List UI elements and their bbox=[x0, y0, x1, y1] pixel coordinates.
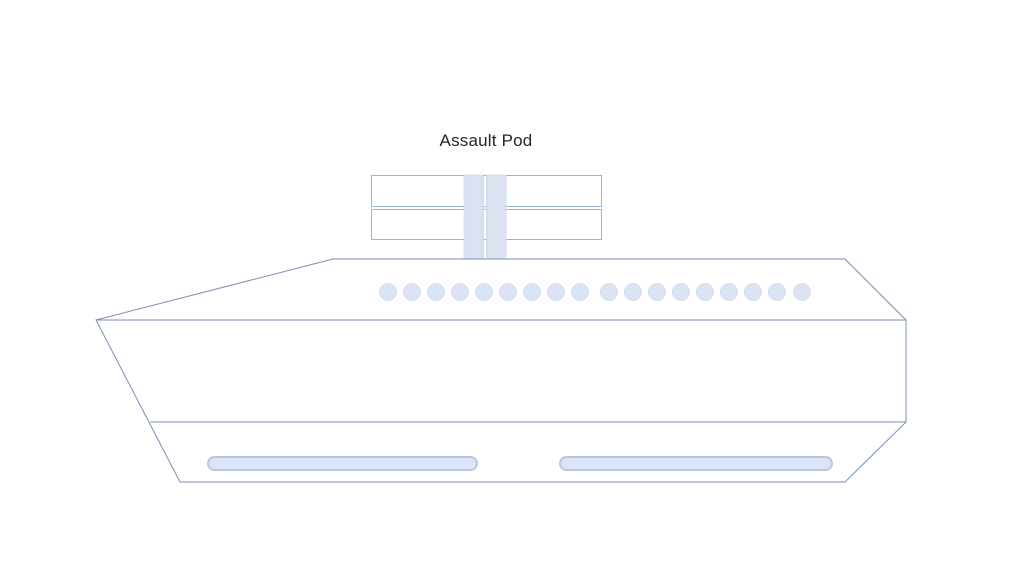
porthole bbox=[793, 283, 811, 301]
main-hull bbox=[95, 258, 907, 483]
porthole bbox=[379, 283, 397, 301]
hull-outline bbox=[95, 258, 907, 483]
porthole bbox=[403, 283, 421, 301]
porthole bbox=[523, 283, 541, 301]
porthole bbox=[648, 283, 666, 301]
porthole bbox=[451, 283, 469, 301]
porthole bbox=[720, 283, 738, 301]
page-title: Assault Pod bbox=[439, 131, 533, 150]
right-tower bbox=[486, 174, 507, 262]
porthole bbox=[571, 283, 589, 301]
porthole bbox=[475, 283, 493, 301]
porthole bbox=[672, 283, 690, 301]
porthole bbox=[547, 283, 565, 301]
porthole bbox=[744, 283, 762, 301]
thruster-array bbox=[207, 456, 833, 471]
porthole-row bbox=[379, 283, 811, 301]
porthole bbox=[600, 283, 618, 301]
starboard-thruster-bar bbox=[559, 456, 833, 471]
porthole bbox=[768, 283, 786, 301]
porthole bbox=[499, 283, 517, 301]
porthole bbox=[427, 283, 445, 301]
left-tower bbox=[463, 174, 484, 262]
dorsal-module-array bbox=[371, 174, 602, 262]
porthole bbox=[696, 283, 714, 301]
port-thruster-bar bbox=[207, 456, 478, 471]
porthole bbox=[624, 283, 642, 301]
